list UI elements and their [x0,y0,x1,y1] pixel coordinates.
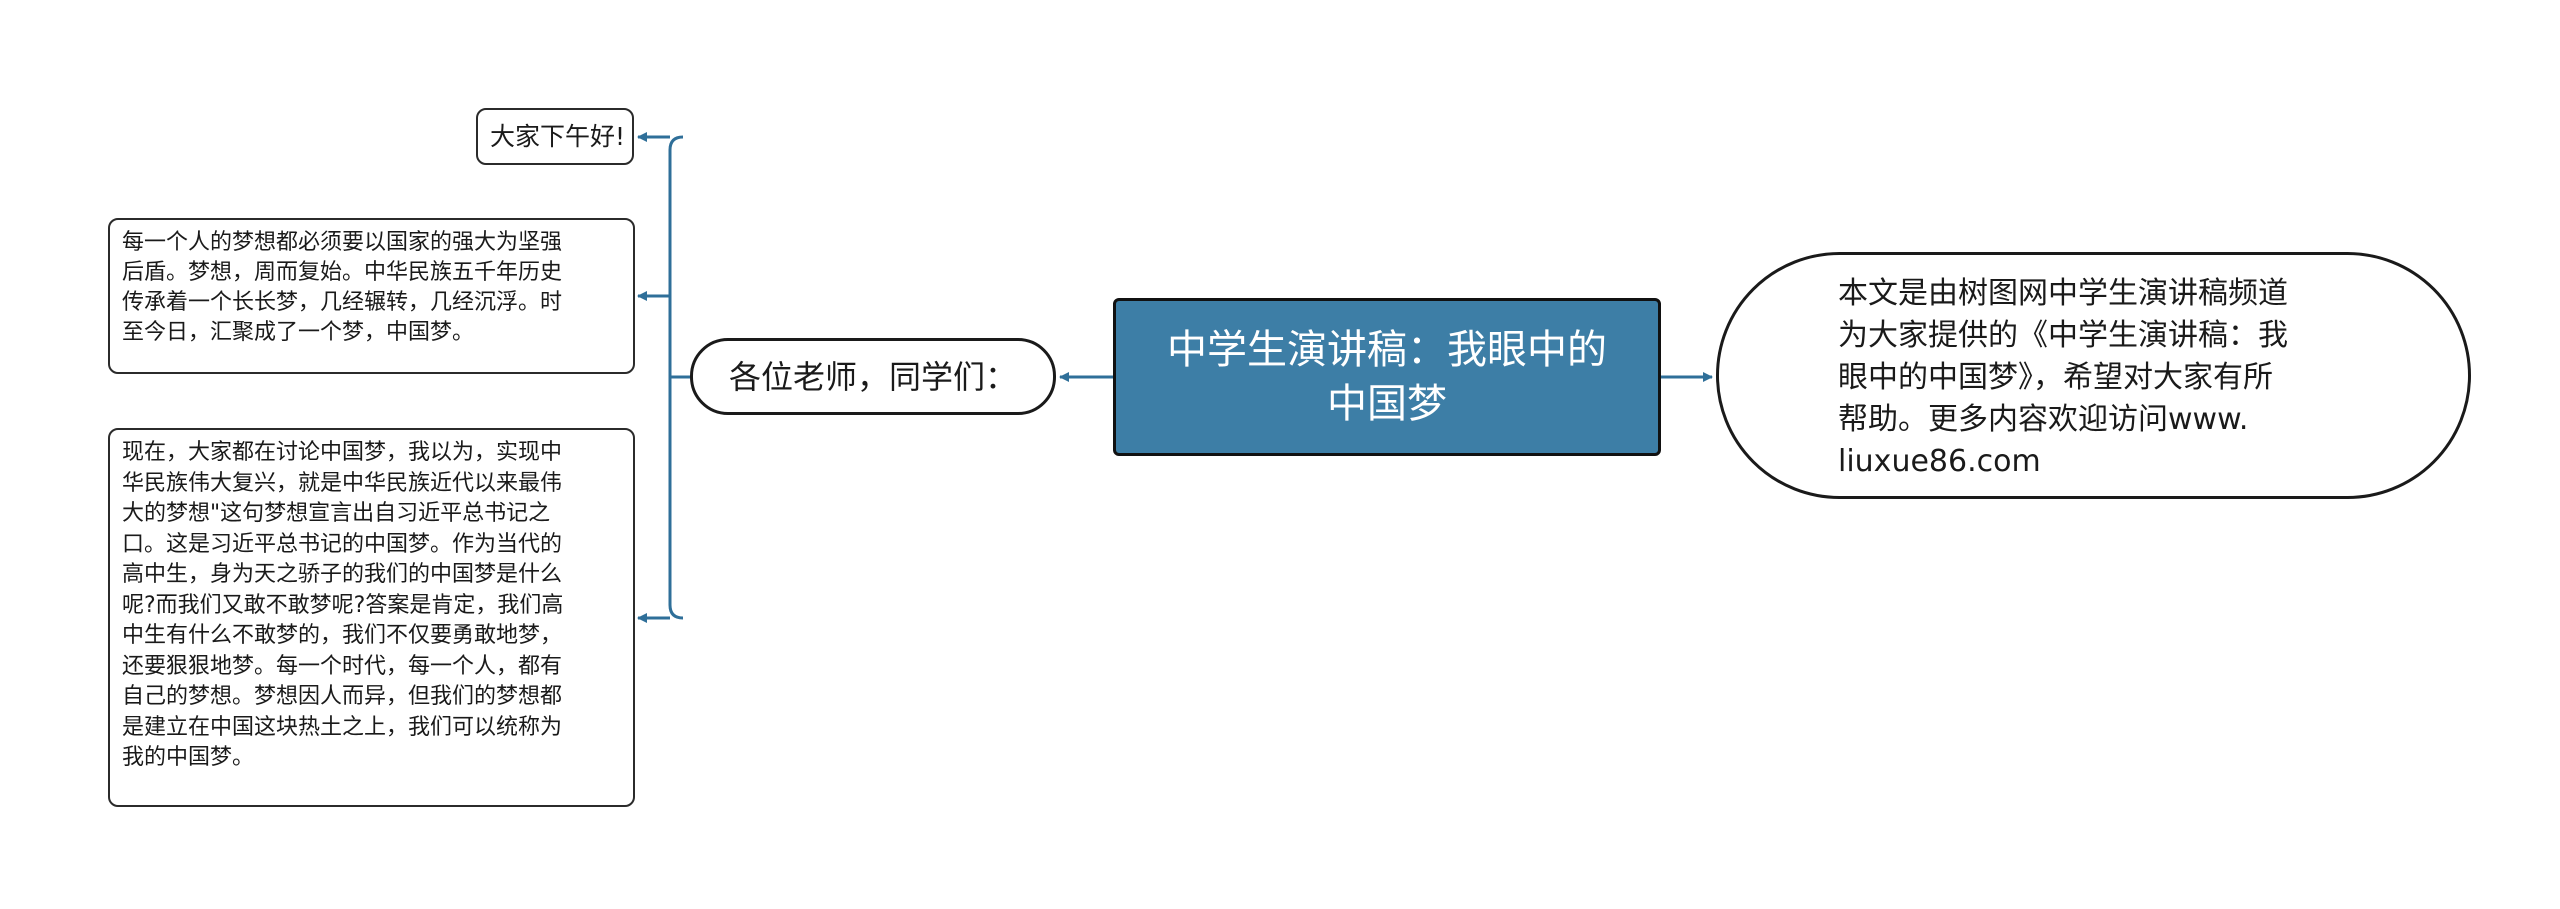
greeting-branch-text: 各位老师，同学们： [728,357,1017,396]
leaf-node-speech[interactable]: 现在，大家都在讨论中国梦，我以为，实现中 华民族伟大复兴，就是中华民族近代以来最… [108,428,635,807]
summary-node[interactable]: 本文是由树图网中学生演讲稿频道 为大家提供的《中学生演讲稿：我 眼中的中国梦》，… [1716,252,2471,499]
greeting-branch-node[interactable]: 各位老师，同学们： [690,338,1056,415]
connector-trunk [668,135,684,620]
central-topic-text: 中学生演讲稿：我眼中的 中国梦 [1167,327,1607,427]
leaf-node-dream[interactable]: 每一个人的梦想都必须要以国家的强大为坚强 后盾。梦想，周而复始。中华民族五千年历… [108,218,635,374]
leaf-text-dream: 每一个人的梦想都必须要以国家的强大为坚强 后盾。梦想，周而复始。中华民族五千年历… [122,230,563,345]
summary-text: 本文是由树图网中学生演讲稿频道 为大家提供的《中学生演讲稿：我 眼中的中国梦》，… [1838,276,2288,479]
leaf-text-speech: 现在，大家都在讨论中国梦，我以为，实现中 华民族伟大复兴，就是中华民族近代以来最… [122,440,564,770]
leaf-node-hello[interactable]: 大家下午好! [476,108,634,165]
central-topic-node[interactable]: 中学生演讲稿：我眼中的 中国梦 [1113,298,1661,456]
leaf-text-hello: 大家下午好! [490,122,626,151]
